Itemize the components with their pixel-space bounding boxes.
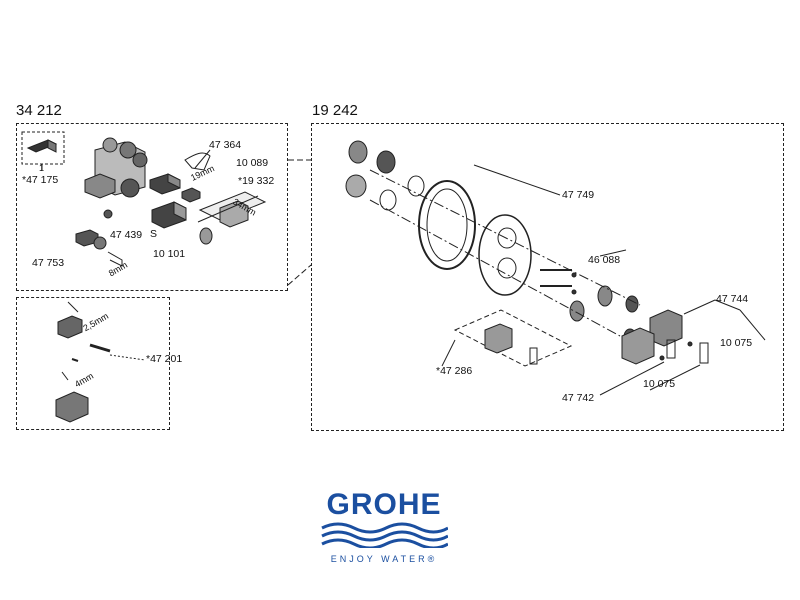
stop-valve-drawing	[75, 229, 107, 250]
part-label-47439: 47 439	[110, 229, 143, 241]
cartridge-47175-drawing	[26, 139, 58, 153]
brand-tagline: ENJOY WATER®	[330, 554, 438, 564]
part-label-19332: *19 332	[238, 175, 275, 187]
part-label-10075-b: 10 075	[643, 378, 676, 390]
escutcheon-drawing	[418, 180, 532, 296]
frame-set-34212	[16, 123, 288, 291]
brand-name: GROHE	[326, 488, 442, 521]
set-number-19242: 19 242	[312, 102, 358, 119]
screws-drawing	[540, 269, 577, 295]
thermo-cartridge-drawing	[149, 173, 181, 195]
part-label-47749: 47 749	[562, 189, 595, 201]
trim-rings-drawing	[345, 140, 425, 211]
part-label-47744: 47 744	[716, 293, 749, 305]
set-number-34212: 34 212	[16, 102, 62, 119]
spanner-drawing	[198, 191, 267, 228]
spare-handle-drawing	[484, 323, 538, 365]
part-label-47742: 47 742	[562, 392, 595, 404]
handles-drawing	[621, 309, 683, 365]
part-label-47286: *47 286	[436, 365, 473, 377]
part-label-47201: *47 201	[146, 353, 183, 365]
cartridge-47201-drawing	[55, 301, 111, 423]
frame-set-47201	[16, 297, 170, 430]
part-label-47753: 47 753	[32, 257, 65, 269]
mixer-body-drawing	[84, 137, 148, 219]
part-label-47175: *47 175	[22, 174, 59, 186]
waves-icon	[321, 522, 448, 548]
series-label-s: S	[150, 228, 158, 240]
ring-drawing	[181, 187, 201, 203]
part-label-10075-a: 10 075	[720, 337, 753, 349]
qty-label: 1	[39, 163, 45, 173]
part-label-10089: 10 089	[236, 157, 269, 169]
grohe-logo: GROHE ENJOY WATER®	[318, 490, 450, 564]
frame-set-19242	[311, 123, 784, 431]
cartridge-47439-drawing	[151, 201, 187, 229]
part-label-47364: 47 364	[209, 139, 242, 151]
part-label-46088: 46 088	[588, 254, 621, 266]
part-label-10101: 10 101	[153, 248, 186, 260]
